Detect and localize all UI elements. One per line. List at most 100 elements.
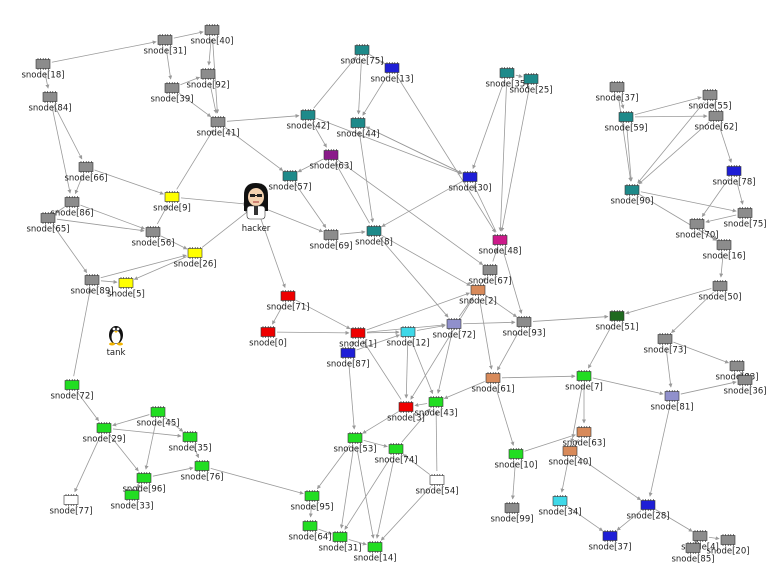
node-box[interactable] bbox=[624, 185, 640, 195]
node-s83[interactable]: snode[83] bbox=[715, 360, 759, 383]
node-box[interactable] bbox=[428, 397, 444, 407]
node-box[interactable] bbox=[42, 92, 58, 102]
node-box[interactable] bbox=[332, 532, 348, 542]
node-s59[interactable]: snode[59] bbox=[604, 111, 648, 134]
node-s87[interactable]: snode[87] bbox=[326, 347, 370, 370]
node-box[interactable] bbox=[446, 319, 462, 329]
node-box[interactable] bbox=[664, 391, 680, 401]
node-s26[interactable]: snode[26] bbox=[173, 247, 217, 270]
node-s90[interactable]: snode[90] bbox=[610, 184, 654, 207]
node-s72b[interactable]: snode[72] bbox=[50, 379, 94, 402]
node-s37b[interactable]: snode[37] bbox=[588, 530, 632, 553]
node-box[interactable] bbox=[726, 166, 742, 176]
node-s40b[interactable]: snode[40] bbox=[548, 445, 592, 468]
node-s92[interactable]: snode[92] bbox=[186, 68, 230, 91]
node-box[interactable] bbox=[708, 111, 724, 121]
node-s0[interactable]: snode[0] bbox=[249, 326, 287, 349]
node-box[interactable] bbox=[210, 117, 226, 127]
node-box[interactable] bbox=[400, 327, 416, 337]
node-box[interactable] bbox=[64, 197, 80, 207]
node-box[interactable] bbox=[367, 542, 383, 552]
node-box[interactable] bbox=[282, 171, 298, 181]
node-s42[interactable]: snode[42] bbox=[286, 109, 330, 132]
node-s34[interactable]: snode[34] bbox=[538, 495, 582, 518]
node-s14[interactable]: snode[14] bbox=[353, 541, 397, 564]
node-s67[interactable]: snode[67] bbox=[468, 264, 512, 287]
node-s3[interactable]: snode[3] bbox=[387, 401, 425, 424]
node-s76[interactable]: snode[76] bbox=[180, 460, 224, 483]
node-box[interactable] bbox=[204, 25, 220, 35]
node-box[interactable] bbox=[366, 226, 382, 236]
node-s70[interactable]: snode[70] bbox=[675, 218, 719, 241]
node-box[interactable] bbox=[576, 427, 592, 437]
node-s31b[interactable]: snode[31] bbox=[318, 531, 362, 554]
node-s89[interactable]: snode[89] bbox=[70, 274, 114, 297]
node-box[interactable] bbox=[194, 461, 210, 471]
node-s44[interactable]: snode[44] bbox=[336, 117, 380, 140]
node-box[interactable] bbox=[388, 444, 404, 454]
node-s57[interactable]: snode[57] bbox=[268, 170, 312, 193]
node-s31a[interactable]: snode[31] bbox=[143, 34, 187, 57]
node-box[interactable] bbox=[729, 361, 745, 371]
node-box[interactable] bbox=[470, 285, 486, 295]
node-box[interactable] bbox=[562, 446, 578, 456]
node-box[interactable] bbox=[482, 265, 498, 275]
node-box[interactable] bbox=[609, 82, 625, 92]
node-box[interactable] bbox=[384, 63, 400, 73]
node-s75b[interactable]: snode[75] bbox=[723, 207, 767, 230]
node-box[interactable] bbox=[685, 543, 701, 553]
node-box[interactable] bbox=[516, 317, 532, 327]
node-box[interactable] bbox=[640, 500, 656, 510]
node-s39[interactable]: snode[39] bbox=[150, 82, 194, 105]
node-s51[interactable]: snode[51] bbox=[595, 310, 639, 333]
node-s28[interactable]: snode[28] bbox=[626, 499, 670, 522]
node-box[interactable] bbox=[260, 327, 276, 337]
node-box[interactable] bbox=[40, 213, 56, 223]
node-box[interactable] bbox=[499, 68, 515, 78]
node-box[interactable] bbox=[118, 278, 134, 288]
node-s55[interactable]: snode[55] bbox=[688, 89, 732, 112]
node-box[interactable] bbox=[504, 503, 520, 513]
node-box[interactable] bbox=[64, 380, 80, 390]
node-s93[interactable]: snode[93] bbox=[502, 316, 546, 339]
node-box[interactable] bbox=[323, 150, 339, 160]
node-box[interactable] bbox=[657, 334, 673, 344]
node-s99[interactable]: snode[99] bbox=[490, 502, 534, 525]
node-box[interactable] bbox=[150, 407, 166, 417]
node-s45[interactable]: snode[45] bbox=[136, 406, 180, 429]
node-s30[interactable]: snode[30] bbox=[448, 171, 492, 194]
node-box[interactable] bbox=[164, 192, 180, 202]
node-s66[interactable]: snode[66] bbox=[64, 161, 108, 184]
node-box[interactable] bbox=[84, 275, 100, 285]
node-box[interactable] bbox=[702, 90, 718, 100]
node-s61[interactable]: snode[61] bbox=[471, 372, 515, 395]
node-s40[interactable]: snode[40] bbox=[190, 24, 234, 47]
node-box[interactable] bbox=[609, 311, 625, 321]
node-s20[interactable]: snode[20] bbox=[706, 534, 750, 557]
node-box[interactable] bbox=[300, 110, 316, 120]
node-box[interactable] bbox=[350, 118, 366, 128]
hacker-avatar-icon[interactable]: hacker bbox=[242, 182, 271, 234]
node-box[interactable] bbox=[124, 490, 140, 500]
node-s77[interactable]: snode[77] bbox=[49, 494, 93, 517]
node-box[interactable] bbox=[280, 291, 296, 301]
node-box[interactable] bbox=[96, 423, 112, 433]
node-box[interactable] bbox=[552, 496, 568, 506]
node-box[interactable] bbox=[164, 83, 180, 93]
node-box[interactable] bbox=[462, 172, 478, 182]
node-box[interactable] bbox=[157, 35, 173, 45]
node-s72a[interactable]: snode[72] bbox=[432, 318, 476, 341]
node-s5[interactable]: snode[5] bbox=[107, 277, 145, 300]
node-box[interactable] bbox=[182, 432, 198, 442]
node-box[interactable] bbox=[340, 348, 356, 358]
node-box[interactable] bbox=[63, 495, 79, 505]
node-box[interactable] bbox=[302, 521, 318, 531]
node-box[interactable] bbox=[720, 535, 736, 545]
node-box[interactable] bbox=[304, 491, 320, 501]
node-s12[interactable]: snode[12] bbox=[386, 326, 430, 349]
node-box[interactable] bbox=[350, 328, 366, 338]
node-s53[interactable]: snode[53] bbox=[333, 432, 377, 455]
node-s71[interactable]: snode[71] bbox=[266, 290, 310, 313]
node-s7[interactable]: snode[7] bbox=[565, 370, 603, 393]
node-box[interactable] bbox=[692, 531, 708, 541]
